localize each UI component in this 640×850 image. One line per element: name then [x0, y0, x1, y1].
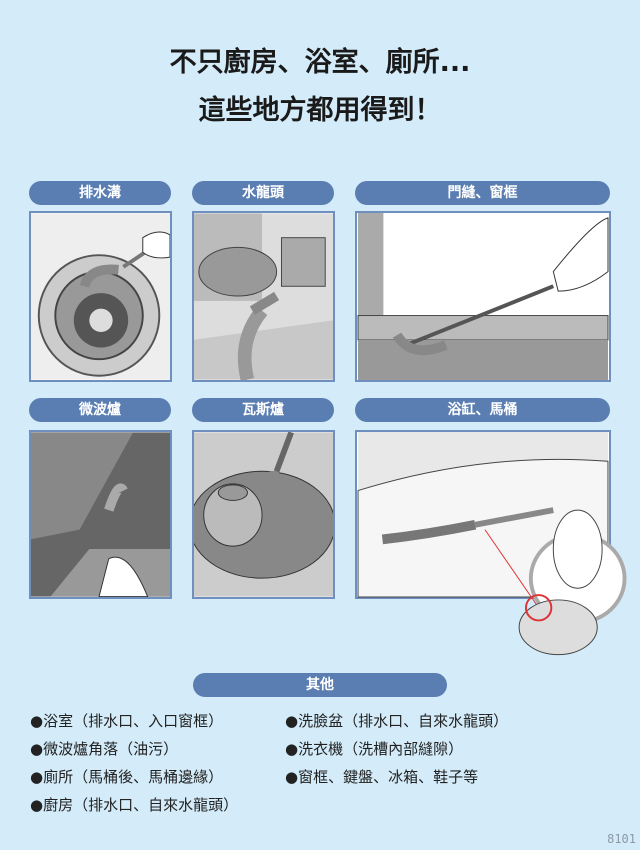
microwave-illustration	[29, 430, 172, 599]
other-item: ●微波爐角落（油污）	[30, 740, 179, 758]
other-item: ●廚房（排水口、自來水龍頭）	[30, 796, 239, 814]
other-item: ●窗框、鍵盤、冰箱、鞋子等	[285, 768, 479, 786]
label-others: 其他	[193, 673, 447, 697]
headline-line-2: 這些地方都用得到！	[198, 95, 442, 126]
other-item: ●洗臉盆（排水口、自來水龍頭）	[285, 712, 509, 730]
headline-line-1: 不只廚房、浴室、廁所...	[169, 47, 471, 78]
label-drain: 排水溝	[29, 181, 171, 205]
drain-illustration	[29, 211, 172, 382]
faucet-illustration	[192, 211, 335, 382]
label-door-window: 門縫、窗框	[355, 181, 610, 205]
product-code: 8101	[607, 832, 636, 846]
other-item: ●浴室（排水口、入口窗框）	[30, 712, 224, 730]
bathtub-toilet-illustration	[355, 430, 627, 656]
label-gas-stove: 瓦斯爐	[192, 398, 334, 422]
other-item: ●洗衣機（洗槽內部縫隙）	[285, 740, 464, 758]
gas-stove-illustration	[192, 430, 335, 599]
label-faucet: 水龍頭	[192, 181, 334, 205]
other-item: ●廁所（馬桶後、馬桶邊緣）	[30, 768, 224, 786]
label-microwave: 微波爐	[29, 398, 171, 422]
window-frame-illustration	[355, 211, 611, 382]
label-bathtub-toilet: 浴缸、馬桶	[355, 398, 610, 422]
